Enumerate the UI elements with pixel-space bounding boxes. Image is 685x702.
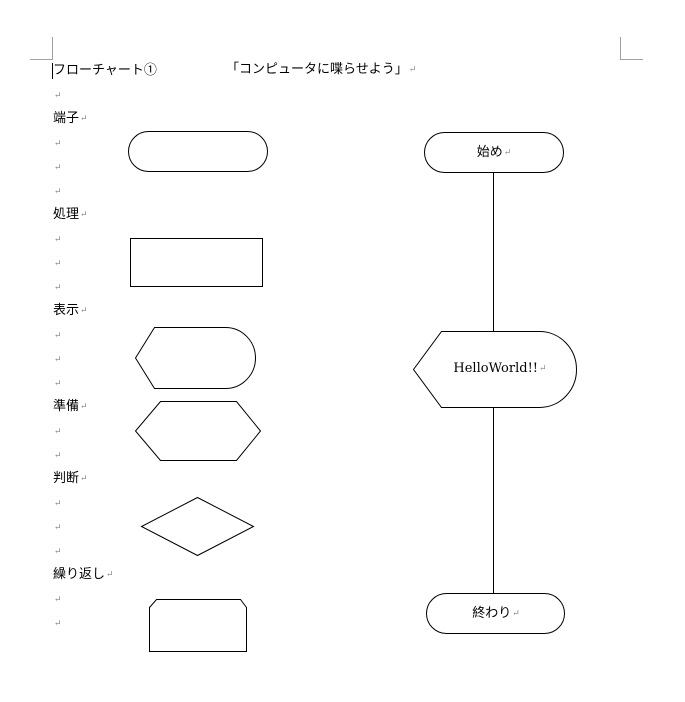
document-title-line[interactable]: フローチャート① xyxy=(53,63,157,79)
document-subtitle: 「コンピュータに喋らせよう」 xyxy=(226,62,408,77)
paragraph-mark-icon: ↵ xyxy=(408,65,417,75)
legend-label-line[interactable]: 準備↵ xyxy=(53,399,88,415)
flowchart-display-label: HelloWorld!! xyxy=(453,361,539,376)
paragraph-mark-icon: ↵ xyxy=(80,402,88,412)
paragraph-mark-icon: ↵ xyxy=(54,619,62,629)
empty-paragraph[interactable]: ↵ xyxy=(53,520,62,536)
paragraph-mark-icon: ↵ xyxy=(54,91,62,101)
paragraph-mark-icon: ↵ xyxy=(54,523,62,533)
legend-label-display: 表示 xyxy=(53,303,80,318)
paragraph-mark-icon: ↵ xyxy=(54,499,62,509)
paragraph-mark-icon: ↵ xyxy=(54,595,62,605)
legend-label-decision: 判断 xyxy=(53,471,80,486)
legend-shape-process[interactable] xyxy=(130,238,263,287)
empty-paragraph[interactable]: ↵ xyxy=(53,352,62,368)
paragraph-mark-icon: ↵ xyxy=(54,379,62,389)
paragraph-mark-icon: ↵ xyxy=(512,609,520,619)
flowchart-start-label: 始め xyxy=(476,145,503,160)
empty-paragraph[interactable]: ↵ xyxy=(53,616,62,632)
paragraph-mark-icon: ↵ xyxy=(54,235,62,245)
paragraph-mark-icon: ↵ xyxy=(54,187,62,197)
empty-paragraph[interactable]: ↵ xyxy=(53,376,62,392)
flowchart-start-label-box: 始め↵ xyxy=(424,145,564,161)
paragraph-mark-icon: ↵ xyxy=(80,474,88,484)
legend-label-terminal: 端子 xyxy=(53,111,80,126)
paragraph-mark-icon: ↵ xyxy=(54,283,62,293)
paragraph-mark-icon: ↵ xyxy=(54,163,62,173)
paragraph-mark-icon: ↵ xyxy=(54,427,62,437)
legend-label-loop: 繰り返し xyxy=(53,567,106,582)
paragraph-mark-icon: ↵ xyxy=(503,148,512,158)
paragraph-mark-icon: ↵ xyxy=(106,570,114,580)
legend-label-line[interactable]: 端子↵ xyxy=(53,111,88,127)
legend-label-line[interactable]: 処理↵ xyxy=(53,207,88,223)
paragraph-mark-icon: ↵ xyxy=(80,306,88,316)
flowchart-end-label: 終わり xyxy=(472,606,512,621)
legend-shape-display[interactable] xyxy=(134,327,256,389)
empty-paragraph[interactable]: ↵ xyxy=(53,448,62,464)
empty-paragraph[interactable]: ↵ xyxy=(53,424,62,440)
document-title: フローチャート① xyxy=(53,63,157,78)
paragraph-mark-icon: ↵ xyxy=(54,259,62,269)
empty-paragraph[interactable]: ↵ xyxy=(53,256,62,272)
paragraph-mark-icon: ↵ xyxy=(54,331,62,341)
empty-paragraph[interactable]: ↵ xyxy=(53,496,62,512)
flowchart-display-label-box: HelloWorld!!↵ xyxy=(420,361,580,377)
empty-paragraph[interactable]: ↵ xyxy=(53,280,62,296)
text-cursor xyxy=(52,63,53,79)
flowchart-display-shape[interactable] xyxy=(412,331,577,408)
flowchart-end-terminal[interactable] xyxy=(426,593,565,634)
empty-paragraph[interactable]: ↵ xyxy=(53,544,62,560)
paragraph-mark-icon: ↵ xyxy=(80,114,88,124)
legend-label-line[interactable]: 繰り返し↵ xyxy=(53,567,114,583)
paragraph-mark-icon: ↵ xyxy=(539,364,547,374)
empty-paragraph[interactable]: ↵ xyxy=(53,328,62,344)
empty-paragraph[interactable]: ↵ xyxy=(53,88,62,104)
page-corner-mark-top-right xyxy=(620,37,643,60)
legend-shape-terminal[interactable] xyxy=(128,131,268,172)
legend-shape-loop-limit[interactable] xyxy=(149,599,247,652)
legend-label-preparation: 準備 xyxy=(53,399,80,414)
page-corner-mark-top-left xyxy=(30,37,53,60)
empty-paragraph[interactable]: ↵ xyxy=(53,184,62,200)
document-subtitle-line[interactable]: 「コンピュータに喋らせよう」↵ xyxy=(226,62,416,78)
flowchart-end-label-box: 終わり↵ xyxy=(426,606,566,622)
empty-paragraph[interactable]: ↵ xyxy=(53,592,62,608)
flowchart-start-terminal[interactable] xyxy=(424,132,564,173)
legend-shape-preparation[interactable] xyxy=(134,401,262,461)
empty-paragraph[interactable]: ↵ xyxy=(53,136,62,152)
paragraph-mark-icon: ↵ xyxy=(54,139,62,149)
paragraph-mark-icon: ↵ xyxy=(54,355,62,365)
paragraph-mark-icon: ↵ xyxy=(54,451,62,461)
empty-paragraph[interactable]: ↵ xyxy=(53,232,62,248)
empty-paragraph[interactable]: ↵ xyxy=(53,160,62,176)
paragraph-mark-icon: ↵ xyxy=(80,210,88,220)
legend-shape-decision[interactable] xyxy=(140,496,255,557)
paragraph-mark-icon: ↵ xyxy=(54,547,62,557)
legend-label-line[interactable]: 判断↵ xyxy=(53,471,88,487)
legend-label-process: 処理 xyxy=(53,207,80,222)
legend-label-line[interactable]: 表示↵ xyxy=(53,303,88,319)
